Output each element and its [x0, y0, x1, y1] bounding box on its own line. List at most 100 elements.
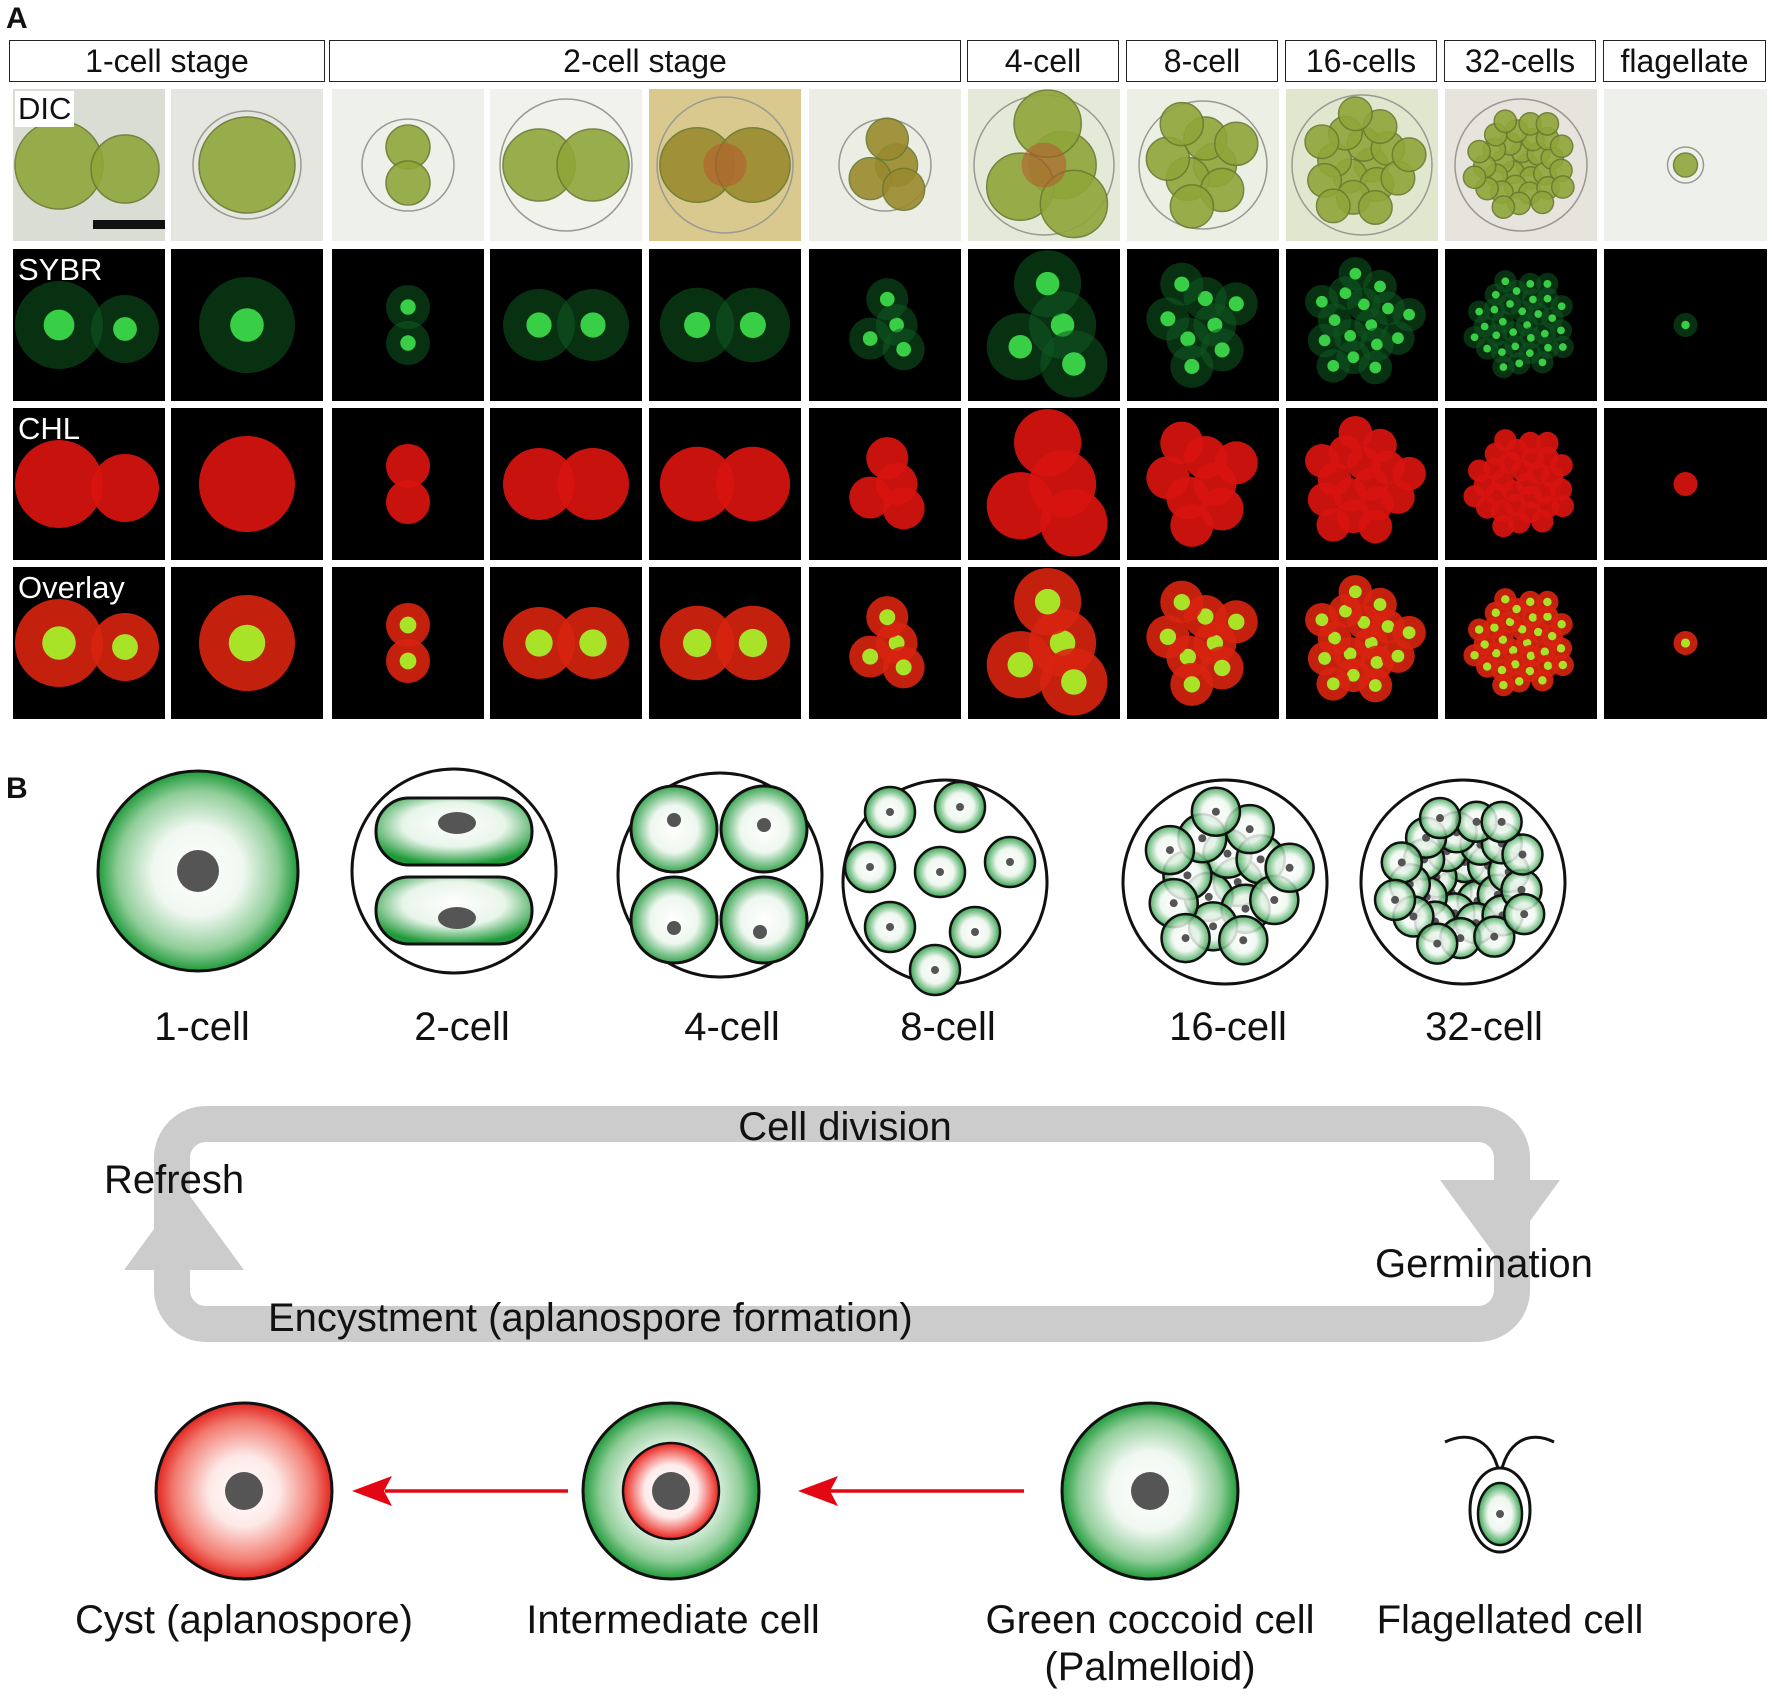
stage-16-cell-drawing [1121, 778, 1329, 986]
daughter-nucleus [1181, 934, 1190, 943]
micrograph-dic-1: DIC [13, 89, 165, 241]
daughter-cell [1404, 816, 1448, 860]
micrograph-chl-10 [1445, 408, 1597, 560]
daughter-nucleus [1241, 904, 1250, 913]
daughter-cell [1455, 800, 1498, 844]
daughter-nucleus [1484, 861, 1493, 870]
daughter-cell [1415, 856, 1458, 899]
micrograph-overlay-7 [968, 567, 1120, 719]
daughter-cell [983, 835, 1037, 889]
daughter-cell [863, 785, 917, 839]
daughter-cell [1177, 813, 1228, 864]
stage-32-cell-drawing [1359, 778, 1567, 986]
stage-8-cell-drawing [841, 778, 1049, 997]
daughter-cell [1435, 811, 1478, 854]
micrograph-dic-10 [1445, 89, 1597, 241]
daughter-nucleus [1223, 849, 1232, 858]
micrograph-overlay-8 [1127, 567, 1279, 719]
micrograph-sybr-5 [649, 249, 801, 401]
row-label-sybr: SYBR [18, 252, 103, 287]
red-arrow-green-to-intermediate [798, 1476, 1024, 1506]
daughter-cell [1187, 901, 1239, 952]
daughter-cell [1249, 874, 1300, 926]
daughter-nucleus [886, 808, 894, 816]
daughter-cell [1148, 877, 1199, 929]
daughter-nucleus [956, 803, 964, 811]
flagellated-cell-drawing [1444, 1435, 1555, 1554]
micrograph-overlay-9 [1286, 567, 1438, 719]
micrograph-overlay-3 [332, 567, 484, 719]
micrograph-dic-6 [809, 89, 961, 241]
micrograph-chl-7 [968, 408, 1120, 560]
daughter-nucleus [1497, 817, 1506, 826]
label-cyst: Cyst (aplanospore) [75, 1598, 413, 1642]
micrograph-dic-3 [332, 89, 484, 241]
daughter-cell [908, 943, 962, 997]
daughter-cell [1487, 850, 1530, 894]
stage-4-cell-drawing [616, 771, 824, 979]
micrograph-sybr-7 [968, 249, 1120, 401]
daughter-nucleus [1460, 857, 1469, 866]
label-cell-division: Cell division [738, 1105, 952, 1149]
daughter-cell [1439, 916, 1482, 960]
daughter-cell [1443, 840, 1487, 884]
daughter-cell [1264, 842, 1315, 894]
daughter-cell [1418, 796, 1462, 840]
daughter-nucleus [1285, 863, 1294, 872]
daughter-cell [1466, 844, 1510, 888]
daughter-cell [933, 780, 987, 834]
daughter-nucleus [1517, 885, 1526, 894]
header-1-cell-stage: 1-cell stage [9, 40, 325, 82]
micrograph-sybr-11 [1604, 249, 1767, 401]
daughter-nucleus [1183, 871, 1192, 880]
daughter-cell [1183, 871, 1234, 923]
panel-a-label: A [6, 2, 28, 35]
micrograph-sybr-4 [490, 249, 642, 401]
daughter-nucleus [1456, 934, 1465, 943]
daughter-cell [1481, 894, 1524, 937]
label-encystment: Encystment (aplanospore formation) [268, 1296, 913, 1340]
daughter-cell [1459, 823, 1502, 866]
daughter-nucleus [1198, 834, 1207, 843]
daughter-cell [1235, 834, 1286, 885]
micrograph-dic-4 [490, 89, 642, 241]
daughter-nucleus [886, 923, 894, 931]
micrograph-overlay-1: Overlay [13, 567, 165, 719]
micrograph-dic-11 [1604, 89, 1767, 241]
daughter-nucleus [1431, 917, 1440, 926]
daughter-nucleus [1165, 846, 1174, 855]
daughter-cell [1433, 892, 1476, 935]
daughter-cell [1476, 873, 1520, 916]
daughter-cell [1162, 850, 1213, 901]
daughter-cell [913, 845, 967, 899]
label-8-cell: 8-cell [900, 1005, 996, 1049]
micrograph-sybr-9 [1286, 249, 1438, 401]
daughter-cell [1190, 786, 1242, 837]
daughter-nucleus [1211, 807, 1220, 816]
micrograph-overlay-5 [649, 567, 801, 719]
daughter-nucleus [1420, 855, 1429, 864]
daughter-cell [1224, 803, 1275, 855]
micrograph-chl-11 [1604, 408, 1767, 560]
daughter-cell [1218, 914, 1269, 966]
intermediate-cell-drawing [581, 1401, 761, 1581]
daughter-cell [1456, 879, 1499, 923]
micrograph-chl-2 [171, 408, 323, 560]
label-green-coccoid-cell: Green coccoid cell [985, 1598, 1315, 1642]
micrograph-chl-1: CHL [13, 408, 165, 560]
daughter-nucleus [1239, 936, 1248, 945]
micrograph-overlay-10 [1445, 567, 1597, 719]
label-flagellated-cell: Flagellated cell [1376, 1598, 1644, 1642]
daughter-nucleus [1504, 867, 1513, 876]
header-32-cells: 32-cells [1444, 40, 1596, 82]
daughter-nucleus [1472, 817, 1481, 826]
micrograph-sybr-2 [171, 249, 323, 401]
daughter-nucleus [1169, 899, 1178, 908]
daughter-nucleus [1204, 892, 1213, 901]
daughter-cell [1500, 868, 1543, 912]
daughter-nucleus [1447, 888, 1456, 897]
daughter-nucleus [1442, 847, 1451, 856]
micrograph-dic-5 [649, 89, 801, 241]
micrograph-sybr-1: SYBR [13, 249, 165, 401]
header-8-cell: 8-cell [1126, 40, 1278, 82]
